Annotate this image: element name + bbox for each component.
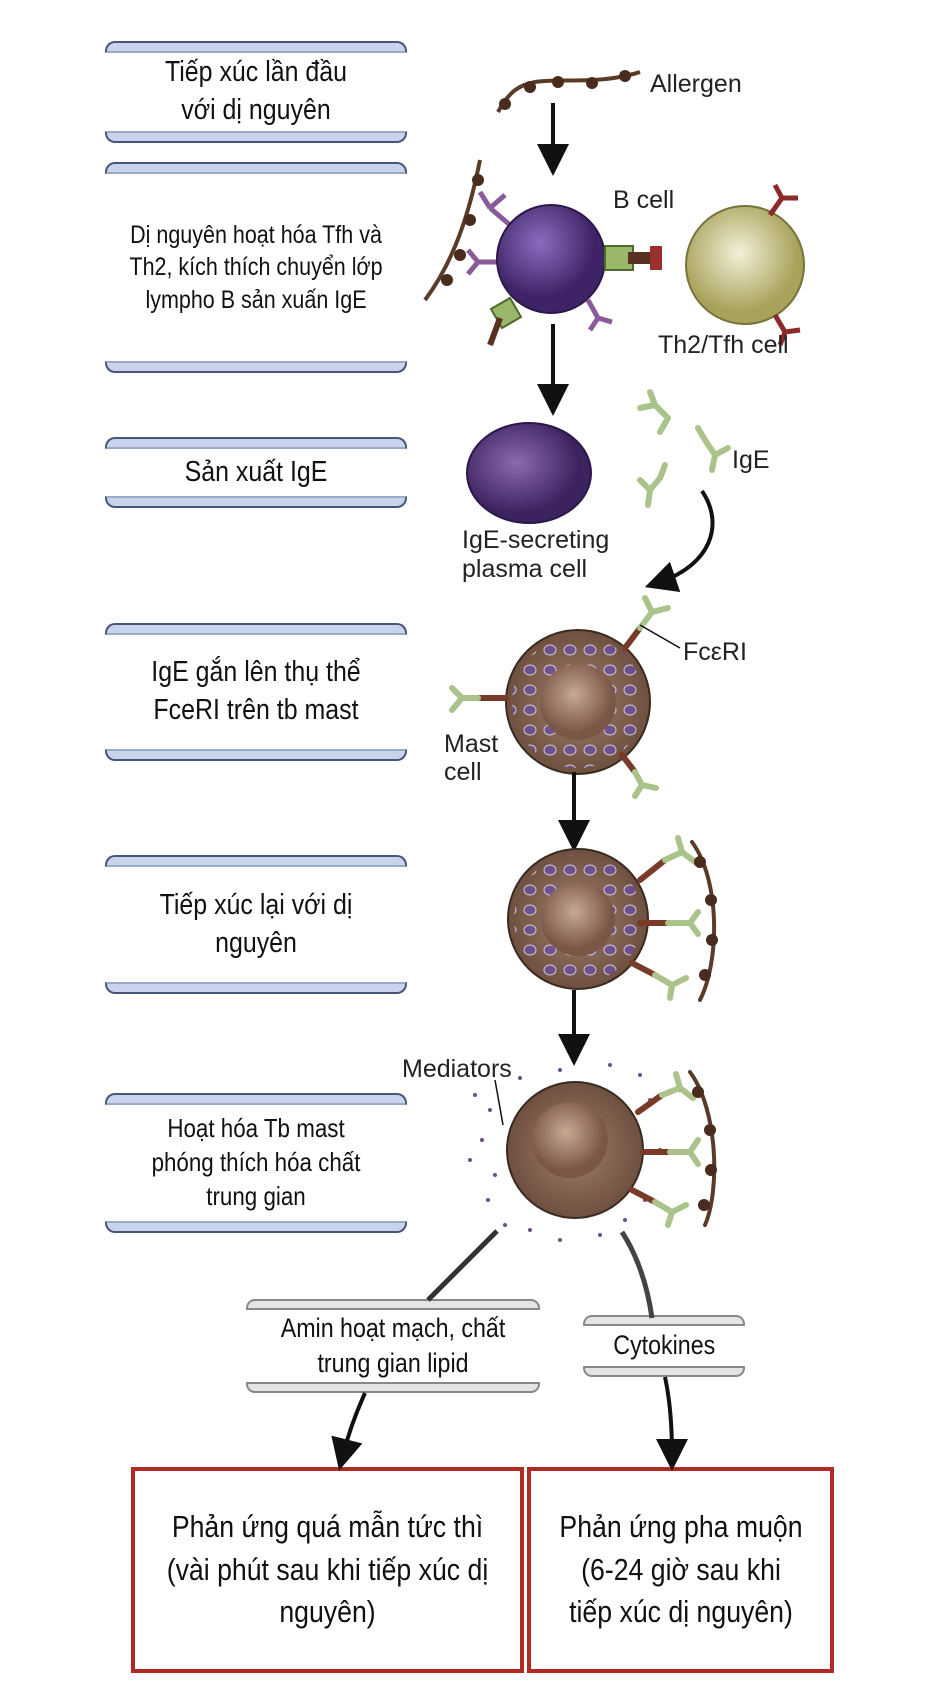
allergen-icon <box>496 70 641 113</box>
branch-cytokines: Cytokines <box>583 1315 745 1377</box>
mediators-label: Mediators <box>402 1055 512 1083</box>
mhc-tcr-complex-icon <box>487 245 662 347</box>
mediator-dots <box>468 1063 682 1242</box>
mast-cell-label-1: Mast <box>444 730 498 758</box>
th2-cell-icon <box>685 205 805 325</box>
step-mast-activation: Hoạt hóa Tb mast phóng thích hóa chất tr… <box>105 1093 407 1233</box>
sensitized-mast-cell-icon <box>507 848 649 990</box>
nucleus-icon <box>532 1102 608 1178</box>
bcr-receptor-icon <box>466 190 613 332</box>
b-cell-icon <box>496 204 606 314</box>
branch-vasoactive-amines: Amin hoạt mạch, chất trung gian lipid <box>246 1299 540 1393</box>
b-cell-label: B cell <box>613 186 674 214</box>
th2-cell-label: Th2/Tfh cell <box>658 331 789 359</box>
step-ige-production: Sản xuất IgE <box>105 437 407 508</box>
step-text: Tiếp xúc lại với dị nguyên <box>159 888 353 959</box>
allergen-label: Allergen <box>650 70 742 98</box>
outcome-text: Phản ứng pha muộn (6-24 giờ sau khi tiếp… <box>558 1508 803 1630</box>
branch-line-left <box>426 1229 499 1302</box>
step-text: Dị nguyên hoạt hóa Tfh và Th2, kích thíc… <box>129 220 383 314</box>
step-ige-binding: IgE gắn lên thụ thể FceRI trên tb mast <box>105 623 407 761</box>
step-text: Hoạt hóa Tb mast phóng thích hóa chất tr… <box>151 1113 361 1211</box>
step-th-activation: Dị nguyên hoạt hóa Tfh và Th2, kích thíc… <box>105 162 407 373</box>
outcome-immediate: Phản ứng quá mẫn tức thì (vài phút sau k… <box>131 1467 524 1673</box>
step-text: Sản xuất IgE <box>184 455 328 488</box>
step-text: IgE gắn lên thụ thể FceRI trên tb mast <box>151 656 361 726</box>
plasma-cell-icon <box>466 422 592 524</box>
crosslinked-ige-icon <box>629 1070 717 1228</box>
curved-arrow-icon <box>644 489 715 592</box>
arrow-to-late-phase-icon <box>655 1376 688 1471</box>
branch-text: Amin hoạt mạch, chất trung gian lipid <box>280 1312 506 1378</box>
branch-text: Cytokines <box>613 1330 715 1361</box>
step-text: Tiếp xúc lần đầu với dị nguyên <box>164 56 348 126</box>
fceri-pointer <box>639 624 681 649</box>
fceri-ige-receptor-icon <box>449 595 671 799</box>
plasma-cell-label-1: IgE-secreting <box>462 526 609 554</box>
mediators-pointer <box>494 1079 504 1126</box>
plasma-cell-label-2: plasma cell <box>462 555 587 583</box>
ige-label: IgE <box>732 446 770 474</box>
step-first-exposure: Tiếp xúc lần đầu với dị nguyên <box>105 41 407 143</box>
ige-antibody-icon <box>637 389 731 508</box>
outcome-late-phase: Phản ứng pha muộn (6-24 giờ sau khi tiếp… <box>527 1467 834 1673</box>
arrow-to-immediate-icon <box>331 1392 367 1471</box>
fceri-label: FcεRI <box>683 638 747 666</box>
outcome-text: Phản ứng quá mẫn tức thì (vài phút sau k… <box>166 1508 489 1630</box>
mast-cell-icon <box>505 629 651 775</box>
allergen-beads-icon <box>694 856 718 981</box>
step-re-exposure: Tiếp xúc lại với dị nguyên <box>105 855 407 994</box>
allergen-beads-icon <box>692 1086 717 1211</box>
branch-line-right <box>619 1230 655 1319</box>
allergen-chain-icon <box>423 159 484 302</box>
tcr-receptor-icon <box>767 183 801 346</box>
mast-cell-label-2: cell <box>444 758 482 786</box>
